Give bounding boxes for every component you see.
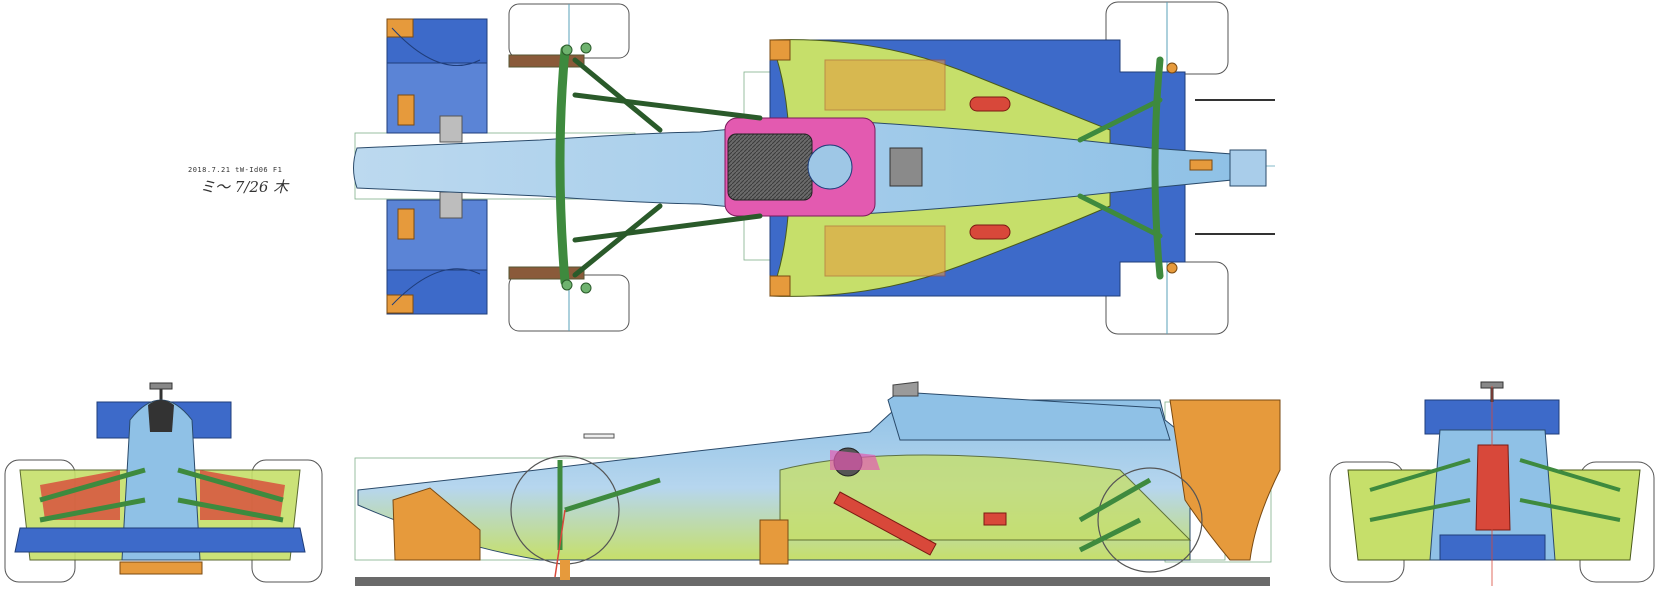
rear-suspension-top: [1077, 56, 1164, 280]
note-date: 2018.7.21 tW-Id06 F1: [188, 166, 282, 174]
front-view: [4, 382, 323, 583]
rear-tires-top: [1105, 1, 1229, 335]
note-handwritten: ミ〜 7/26 木: [200, 178, 290, 196]
cockpit-top: [724, 117, 923, 217]
front-suspension-top: [555, 45, 763, 287]
top-view: [353, 1, 1275, 335]
rear-view: [1329, 381, 1655, 586]
front-tires-top: [508, 3, 630, 332]
side-view: [354, 381, 1281, 586]
front-wing-top: [386, 18, 488, 315]
